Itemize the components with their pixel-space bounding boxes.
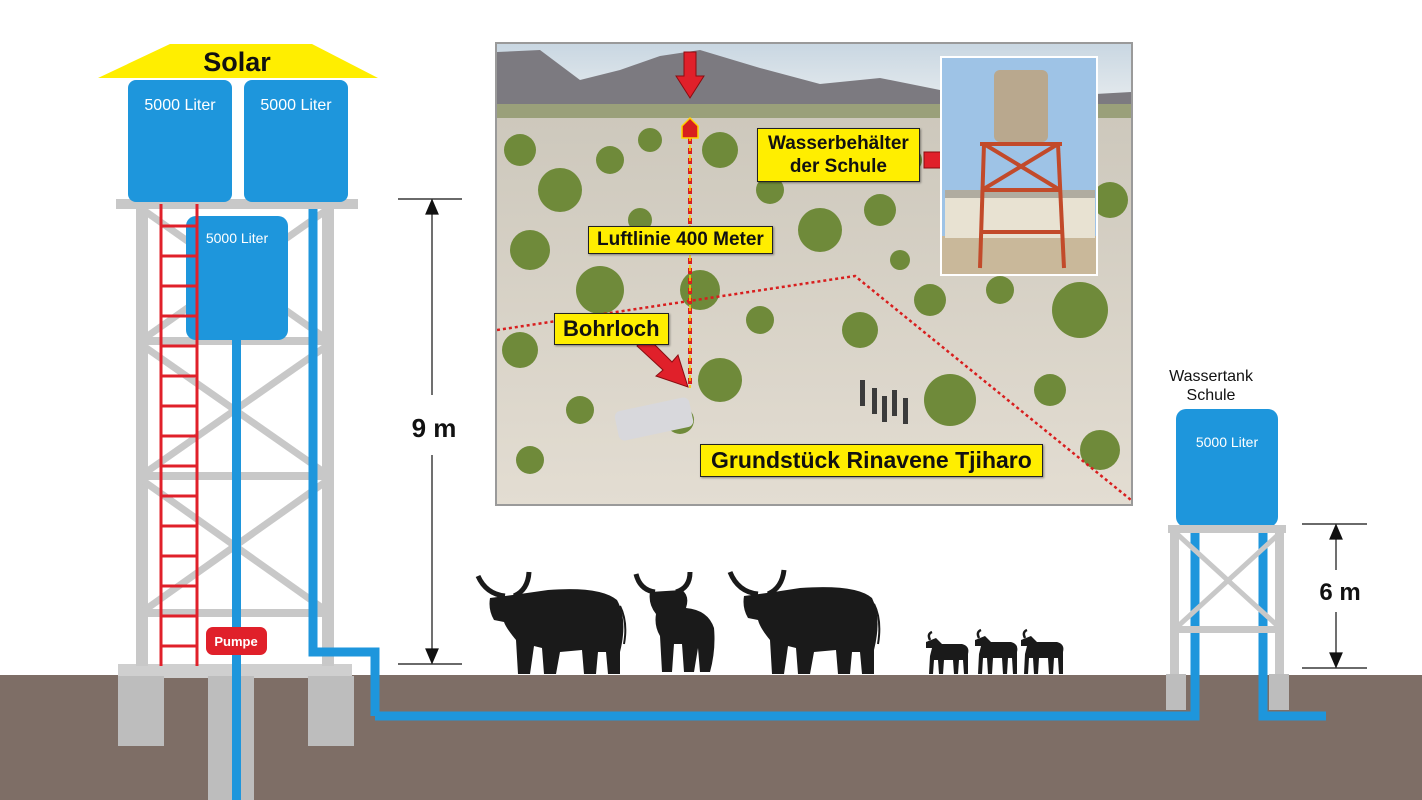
outflow-pipe-tower [308,209,380,716]
air-line-marker [681,116,699,139]
solar-panel-roof [98,44,378,78]
school-foundation-left [1166,674,1186,710]
school-tank-platform [1168,525,1286,533]
tower-height-dimension [398,198,462,665]
tank-middle [186,216,288,340]
tank-top-right [244,80,348,202]
tower-foundation-right [308,676,354,746]
school-water-tank: Wassertank Schule 5000 Liter [1166,368,1289,710]
tank-top-left [128,80,232,202]
solar-label: Solar [203,47,271,77]
property-boundary [497,274,1131,501]
school-foundation-right [1269,674,1289,710]
school-tank [1176,409,1278,527]
bohrloch-label: Bohrloch [554,313,669,345]
luftlinie-label: Luftlinie 400 Meter [588,226,773,254]
tank-top-left-label: 5000 Liter [144,97,216,114]
grundstueck-label: Grundstück Rinavene Tjiharo [700,444,1043,477]
wasserbehaelter-label-line2: der Schule [789,156,887,177]
tower-platform [116,199,358,209]
wasserbehaelter-label: Wasserbehälter der Schule [757,128,920,182]
cattle-herd [475,569,881,674]
outflow-pipe-school [1258,527,1326,721]
bull-silhouette-icon [633,571,715,672]
bull-silhouette-icon [727,569,881,674]
goat-silhouette-icon [926,630,969,674]
school-tank-title-line1: Wassertank [1169,368,1254,385]
pump-label: Pumpe [214,634,257,649]
tower-ladder [159,204,199,666]
photo-vehicle [614,397,694,441]
tank-top-right-label: 5000 Liter [260,97,332,114]
goat-silhouette-icon [975,628,1018,674]
tower-foundation-left [118,676,164,746]
school-tower-inset-photo [940,56,1098,276]
school-height-label: 6 m [1319,579,1360,606]
school-height-dimension [1302,523,1367,669]
borehole-casing [208,676,254,800]
pump [206,627,267,655]
school-tank-label: 5000 Liter [1196,434,1259,450]
underground-pipe [375,527,1200,721]
aerial-photo [495,42,1133,506]
photo-people [860,380,908,424]
tank-middle-label: 5000 Liter [206,230,269,246]
tower-height-label: 9 m [412,413,457,443]
main-water-tower: 5000 Liter 5000 Liter 500 [98,44,380,800]
goat-herd [926,628,1064,674]
red-arrow-icon [675,51,705,99]
riser-pipe [232,340,241,800]
wasserbehaelter-label-line1: Wasserbehälter [768,133,909,154]
bull-silhouette-icon [475,571,627,674]
school-tank-title-line2: Schule [1187,387,1236,404]
goat-silhouette-icon [1021,628,1064,674]
